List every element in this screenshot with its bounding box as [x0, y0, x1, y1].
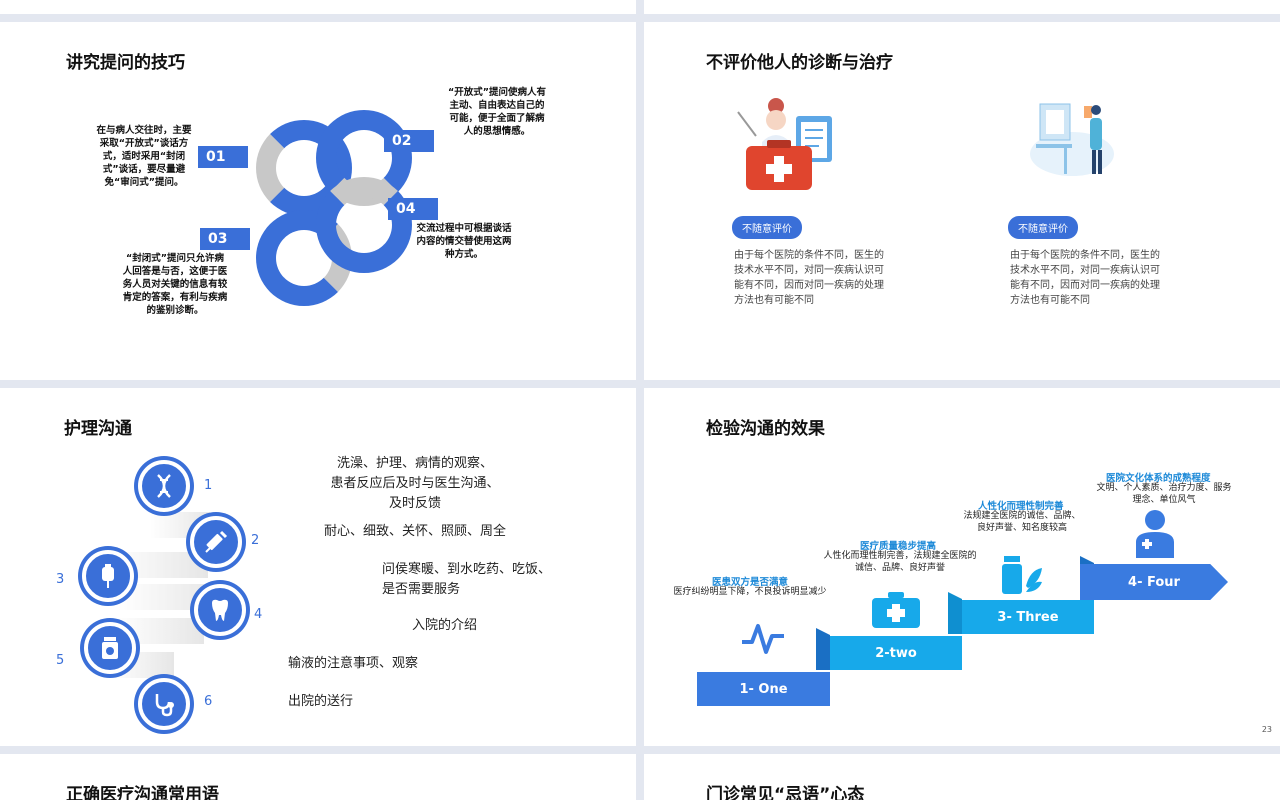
slide-title: 正确医疗沟通常用语	[66, 785, 219, 800]
ring-04	[316, 177, 412, 273]
slide-communication-effect[interactable]: 检验沟通的效果 1- One 2-two 3- Three 4- Four 医患…	[644, 388, 1280, 746]
step-1-desc: 医疗纠纷明显下降，不良投诉明显减少	[673, 587, 827, 597]
nursing-text-6: 出院的送行	[288, 694, 354, 709]
nursing-num-1: 1	[204, 478, 213, 493]
medicine-icon	[1002, 556, 1042, 594]
step-2-title: 医疗质量稳步提高	[860, 541, 937, 552]
step-3-title: 人性化而理性制完善	[978, 501, 1064, 512]
nursing-text-3: 问侯寒暖、到水吃药、吃饭、 是否需要服务	[382, 562, 552, 597]
nursing-text-2: 耐心、细致、关怀、照顾、周全	[324, 524, 507, 539]
doctor-icon	[1136, 510, 1174, 558]
nursing-text-4: 入院的介绍	[412, 618, 478, 633]
slide-questioning-skills[interactable]: 讲究提问的技巧 01 02 03 04 在与病人交往时，主要采取“开放式”谈话方…	[0, 22, 636, 380]
slide-title: 检验沟通的效果	[706, 419, 825, 439]
nursing-circle-3	[82, 550, 134, 602]
iv-bag-icon	[102, 564, 114, 588]
nursing-num-6: 6	[204, 694, 213, 709]
heartbeat-icon	[742, 624, 784, 654]
nursing-text-5: 输液的注意事项、观察	[288, 656, 419, 671]
nursing-circle-6	[138, 678, 190, 730]
step-1-bar: 1- One	[697, 672, 830, 706]
doctor-medkit-icon	[737, 98, 832, 190]
doctor-clinic-icon	[1030, 103, 1114, 176]
nursing-num-3: 3	[56, 572, 65, 587]
no-judging-pill-left: 不随意评价	[732, 216, 802, 239]
body-text-right: 由于每个医院的条件不同，医生的技术水平不同，对同一疾病认识可能有不同，因而对同一…	[1010, 250, 1160, 306]
medkit-icon	[872, 592, 920, 628]
text-04: 交流过程中可根据谈话内容的情交替使用这两种方式。	[416, 223, 512, 260]
no-judging-pill-right: 不随意评价	[1008, 216, 1078, 239]
slide-title: 讲究提问的技巧	[66, 53, 185, 73]
number-tab-01: 01	[198, 146, 248, 168]
step-4-title: 医院文化体系的成熟程度	[1106, 473, 1211, 484]
step-1-title: 医患双方是否满意	[712, 577, 789, 588]
number-tab-03: 03	[200, 228, 250, 250]
pill-bottle-icon	[102, 637, 118, 659]
step-3-desc: 法规建全医院的诚信、品牌、良好声誉、知名度较高	[963, 511, 1081, 533]
step-4-bar: 4- Four	[1080, 564, 1228, 600]
syringe-icon	[205, 530, 228, 553]
slide-taboo-attitudes[interactable]: 门诊常见“忌语”心态	[644, 754, 1280, 800]
slide-no-judging[interactable]: 不评价他人的诊断与治疗 不随意评价 由于每个医院的条件不同，医生的技术水平不同，…	[644, 22, 1280, 380]
nursing-circle-1	[138, 460, 190, 512]
nursing-circle-4	[194, 584, 246, 636]
nursing-circle-2	[190, 516, 242, 568]
nursing-circle-5	[84, 622, 136, 674]
slide-title: 不评价他人的诊断与治疗	[706, 53, 893, 73]
slide-title: 门诊常见“忌语”心态	[706, 785, 865, 800]
nursing-num-2: 2	[251, 533, 260, 548]
tooth-icon	[212, 599, 228, 621]
number-tab-04: 04	[388, 198, 438, 220]
stethoscope-icon	[155, 694, 174, 717]
step-2-desc: 人性化而理性制完善，法规建全医院的诚信、品牌、良好声誉	[823, 551, 977, 573]
slide-partial-top-right[interactable]	[644, 0, 1280, 14]
nursing-num-5: 5	[56, 653, 65, 668]
step-4-desc: 文明、个人素质、治疗力度、服务理念、单位风气	[1096, 483, 1232, 505]
nursing-text-1: 洗澡、护理、病情的观察、 患者反应后及时与医生沟通、 及时反馈	[330, 456, 500, 511]
slide-common-phrases[interactable]: 正确医疗沟通常用语	[0, 754, 636, 800]
slide-nursing-communication[interactable]: 护理沟通 1 2 3 4 5 6 洗澡、护理、病情的观察、 患者反应后及时与医生…	[0, 388, 636, 746]
step-3-bar: 3- Three	[962, 600, 1094, 634]
nursing-num-4: 4	[254, 607, 263, 622]
text-02: “开放式”提问使病人有主动、自由表达自己的可能，便于全面了解病人的思想情感。	[448, 87, 546, 137]
number-tab-02: 02	[384, 130, 434, 152]
slide-title: 护理沟通	[64, 419, 132, 439]
slide-partial-top-left[interactable]	[0, 0, 636, 14]
page-number: 23	[1261, 725, 1272, 734]
text-03: “封闭式”提问只允许病人回答是与否，这便于医务人员对关键的信息有较肯定的答案，有…	[122, 253, 228, 316]
dna-icon	[157, 474, 171, 498]
body-text-left: 由于每个医院的条件不同，医生的技术水平不同，对同一疾病认识可能有不同，因而对同一…	[734, 250, 884, 306]
step-2-bar: 2-two	[830, 636, 962, 670]
text-01: 在与病人交往时，主要采取“开放式”谈话方式，适时采用“封闭式”谈话，要尽量避免“…	[96, 125, 192, 188]
